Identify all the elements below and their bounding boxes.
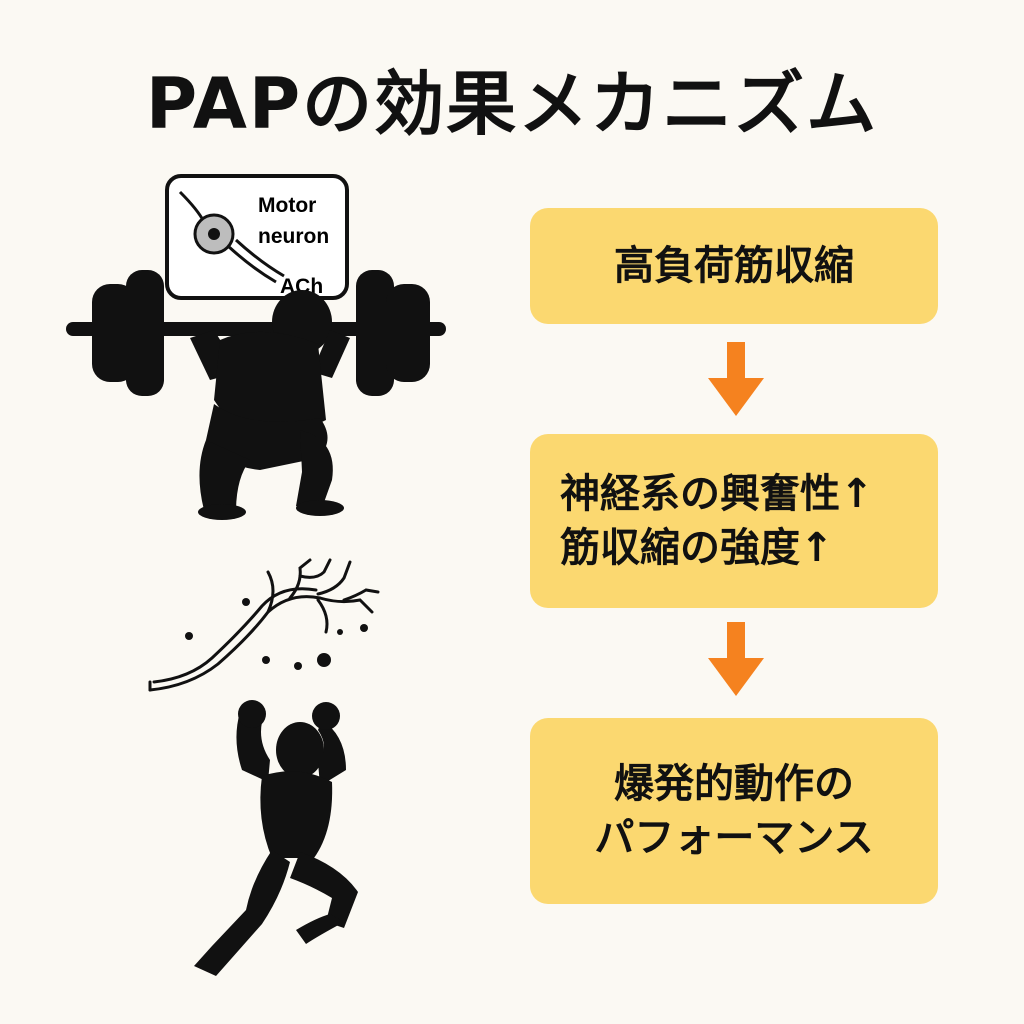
flow-step-high-load-contraction: 高負荷筋収縮	[530, 208, 938, 324]
flow-step-2-line-1: 神経系の興奮性↑	[560, 471, 874, 517]
down-arrow-icon	[708, 342, 764, 416]
inset-label-motor: Motor	[258, 194, 316, 217]
neurotransmitter-dots	[185, 598, 368, 670]
flow-step-3-line-2: パフォーマンス	[594, 815, 874, 861]
down-arrow-icon	[708, 622, 764, 696]
flow-step-1-text: 高負荷筋収縮	[614, 243, 854, 289]
flow-step-3-line-1: 爆発的動作の	[614, 761, 854, 807]
illustration-panel: Motor neuron ACh	[66, 174, 446, 976]
page-title: PAPの効果メカニズム	[145, 63, 879, 145]
neuron-icon	[148, 558, 380, 692]
flow-step-explosive-performance: 爆発的動作の パフォーマンス	[530, 718, 938, 904]
weightlifter-squat-icon	[66, 270, 446, 520]
inset-label-neuron: neuron	[258, 225, 329, 248]
flow-step-neural-excitability: 神経系の興奮性↑ 筋収縮の強度↑	[530, 434, 938, 608]
flow-step-2-line-2: 筋収縮の強度↑	[560, 525, 834, 571]
motor-neuron-icon	[178, 190, 285, 284]
motor-neuron-inset: Motor neuron ACh	[165, 174, 349, 300]
jumping-athlete-icon	[194, 700, 358, 976]
